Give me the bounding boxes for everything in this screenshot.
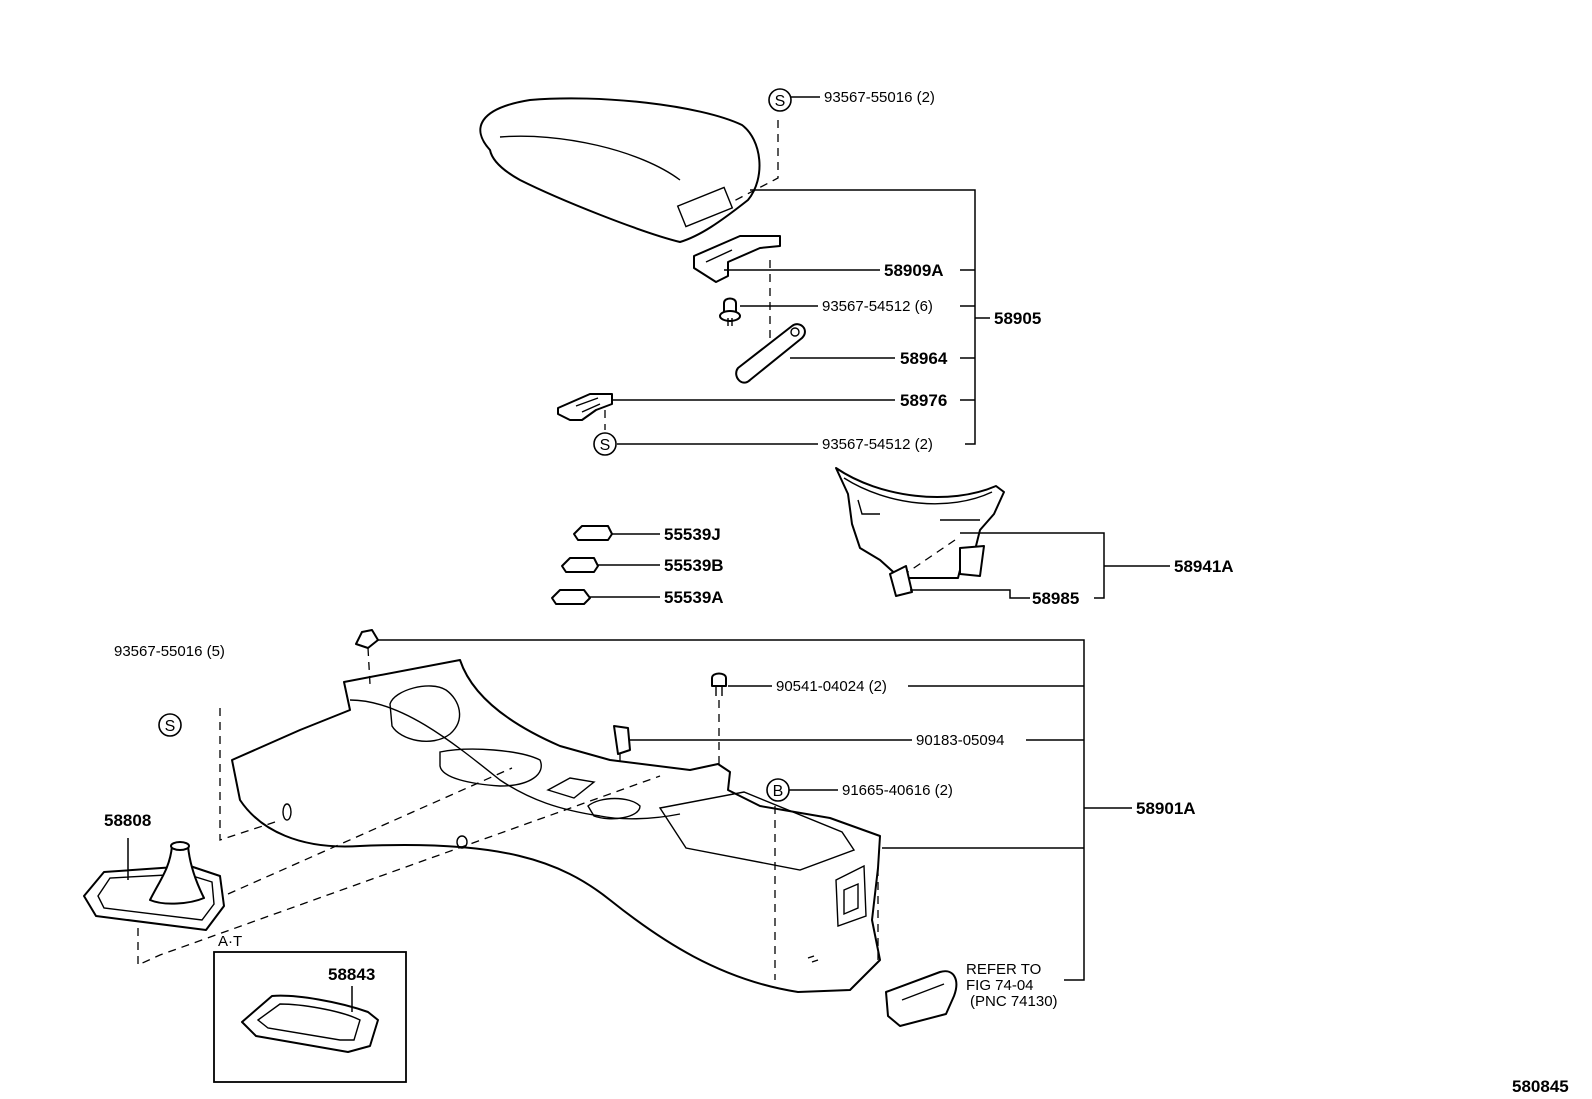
console-box bbox=[231, 659, 881, 993]
cup-holder bbox=[835, 467, 1005, 597]
label-console-box: 58901A bbox=[1136, 799, 1196, 818]
label-rod: 58964 bbox=[900, 349, 948, 368]
plug-a bbox=[551, 589, 591, 605]
label-cup-holder-sub: 58985 bbox=[1032, 589, 1079, 608]
hinge-bracket bbox=[693, 235, 781, 283]
at-variant-box bbox=[213, 951, 407, 1083]
label-shift-boot: 58808 bbox=[104, 811, 151, 830]
svg-text:B: B bbox=[773, 783, 784, 800]
label-bolt: 90541-04024 (2) bbox=[776, 678, 887, 695]
label-hinge: 58909A bbox=[884, 261, 944, 280]
refer-line1: REFER TO bbox=[966, 961, 1041, 978]
leader-dash-cup bbox=[907, 539, 956, 573]
bolt bbox=[711, 672, 727, 696]
label-clip-5: 93567-55016 (5) bbox=[114, 643, 225, 660]
label-plug-b: 55539B bbox=[664, 556, 724, 575]
shift-boot bbox=[83, 841, 225, 931]
clip-top bbox=[355, 629, 379, 649]
svg-text:S: S bbox=[775, 93, 786, 110]
nut bbox=[613, 725, 631, 755]
label-plug-a: 55539A bbox=[664, 588, 724, 607]
s-symbol-left: S bbox=[158, 713, 182, 737]
armrest-lid bbox=[479, 97, 761, 243]
label-at-bezel: 58843 bbox=[328, 965, 375, 984]
label-armrest-clip-top: 93567-55016 (2) bbox=[824, 89, 935, 106]
leader-dash-lid bbox=[731, 120, 779, 203]
rod bbox=[735, 323, 806, 384]
s-symbol-screw2: S bbox=[593, 432, 617, 456]
label-armrest-assy: 58905 bbox=[994, 309, 1041, 328]
at-bezel bbox=[241, 994, 379, 1053]
label-nut: 90183-05094 bbox=[916, 732, 1004, 749]
label-variant: A·T bbox=[218, 933, 242, 950]
s-symbol-top: S bbox=[768, 88, 792, 112]
b-symbol: B bbox=[766, 778, 790, 802]
refer-line3: (PNC 74130) bbox=[970, 993, 1058, 1010]
svg-text:S: S bbox=[600, 437, 611, 454]
label-screw-2: 93567-54512 (2) bbox=[822, 436, 933, 453]
plug-j bbox=[573, 525, 613, 541]
figure-id: 580845 bbox=[1512, 1077, 1569, 1096]
label-plug-j: 55539J bbox=[664, 525, 721, 544]
side-pocket bbox=[885, 970, 958, 1027]
label-screw-b: 91665-40616 (2) bbox=[842, 782, 953, 799]
refer-line2: FIG 74-04 bbox=[966, 977, 1034, 994]
label-screw-6: 93567-54512 (6) bbox=[822, 298, 933, 315]
screw-fastener bbox=[719, 297, 741, 326]
label-cup-holder: 58941A bbox=[1174, 557, 1234, 576]
svg-text:S: S bbox=[165, 718, 176, 735]
plug-b bbox=[561, 557, 599, 573]
lock-bracket bbox=[557, 393, 613, 421]
label-lock: 58976 bbox=[900, 391, 947, 410]
